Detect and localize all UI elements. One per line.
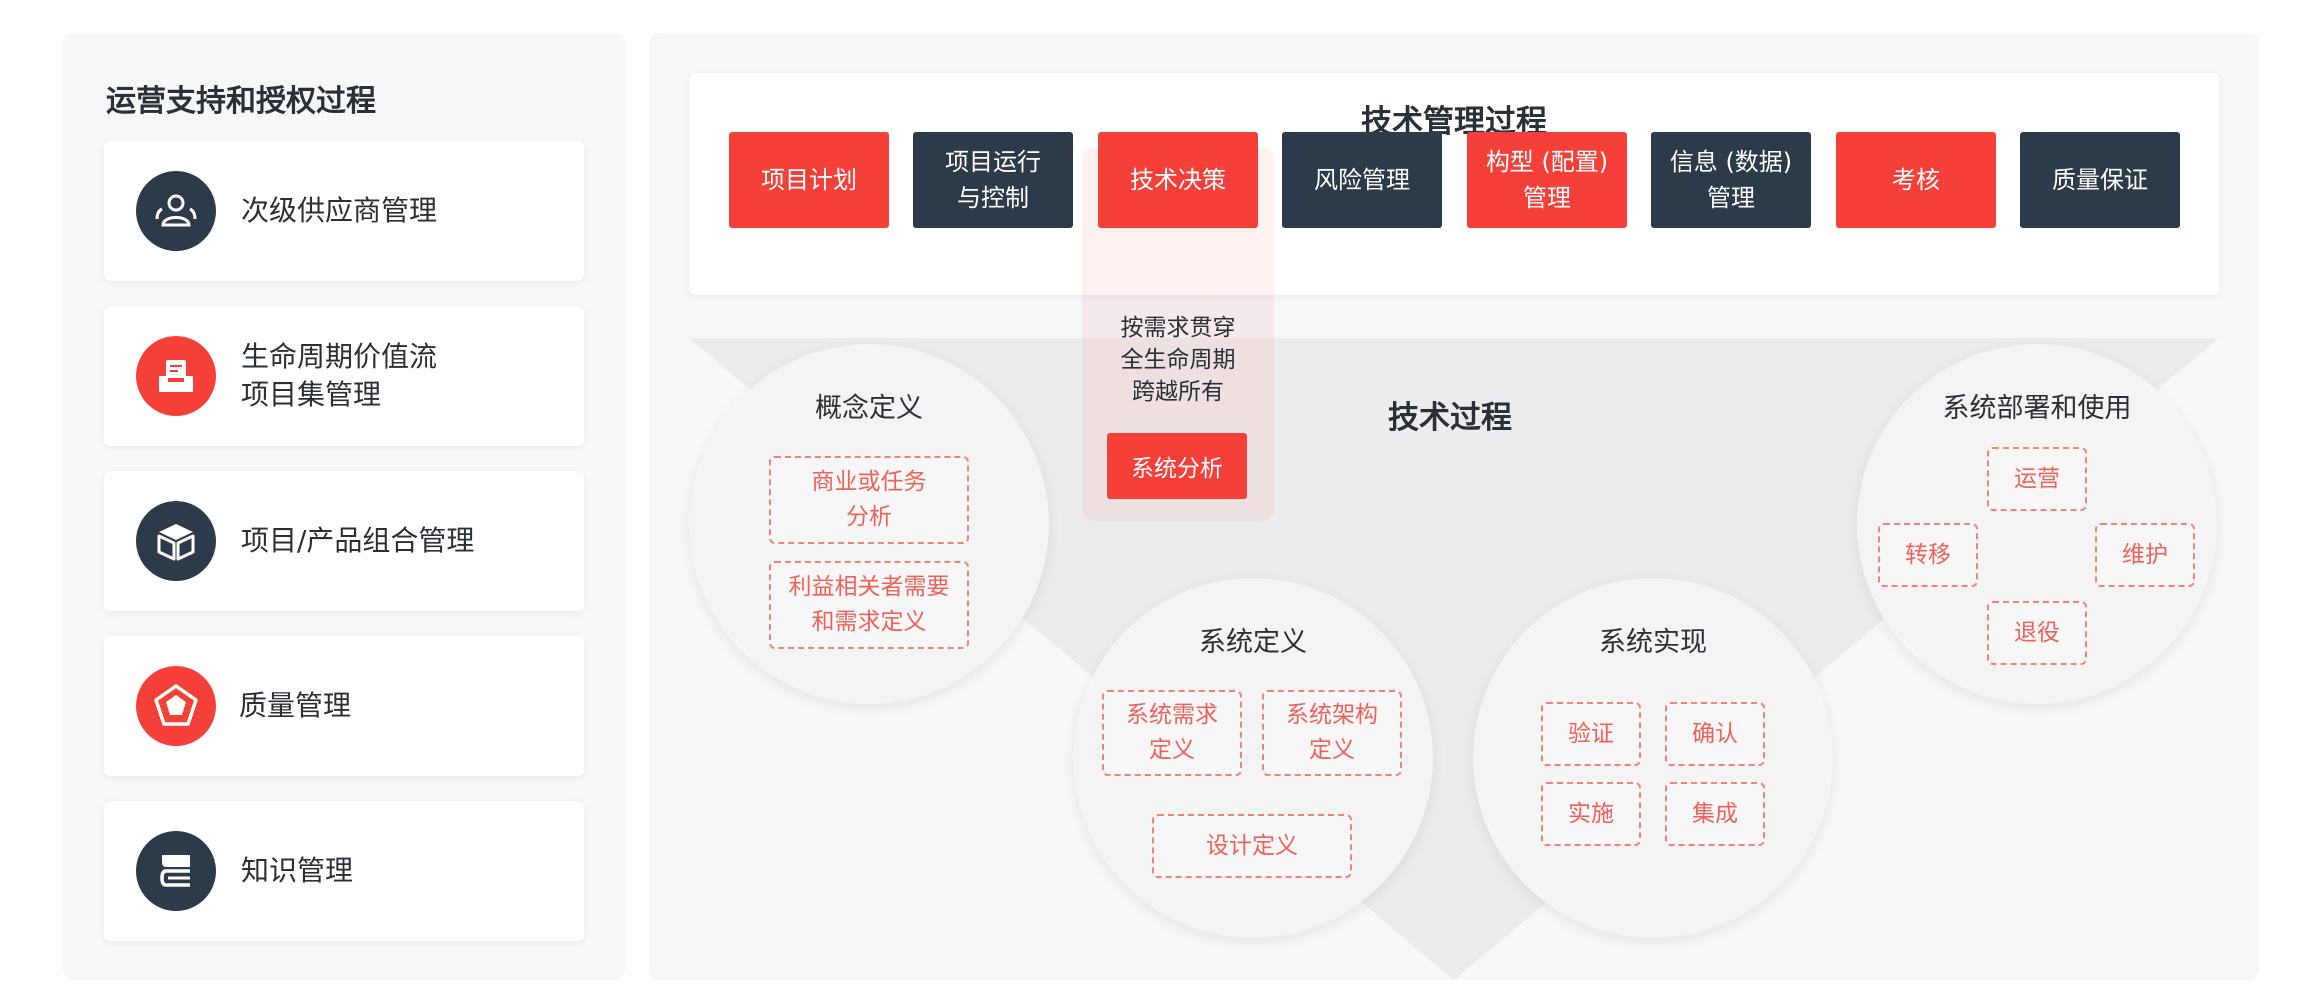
deployment-title: 系统部署和使用 bbox=[1942, 393, 2132, 424]
mgmt-button-configuration[interactable]: 构型 (配置) 管理 bbox=[1467, 132, 1627, 228]
technical-process-title: 技术过程 bbox=[1388, 400, 1512, 436]
card-subcontractor-management[interactable]: 次级供应商管理 bbox=[104, 141, 584, 281]
mgmt-button-information[interactable]: 信息 (数据) 管理 bbox=[1651, 132, 1811, 228]
card-knowledge-management[interactable]: 知识管理 bbox=[104, 801, 584, 941]
tag-system-requirements[interactable]: 系统需求 定义 bbox=[1102, 690, 1242, 776]
card-quality-management[interactable]: 质量管理 bbox=[104, 636, 584, 776]
definition-title: 系统定义 bbox=[1199, 627, 1307, 658]
tag-verification[interactable]: 验证 bbox=[1541, 702, 1641, 766]
books-icon bbox=[136, 831, 216, 911]
tag-integration[interactable]: 集成 bbox=[1665, 782, 1765, 846]
system-analysis-button[interactable]: 系统分析 bbox=[1107, 433, 1247, 499]
box-icon bbox=[136, 501, 216, 581]
funnel-background bbox=[689, 338, 2219, 980]
concept-circle bbox=[689, 344, 1049, 704]
mgmt-button-quality-assurance[interactable]: 质量保证 bbox=[2020, 132, 2180, 228]
tag-implementation[interactable]: 实施 bbox=[1541, 782, 1641, 846]
realization-title: 系统实现 bbox=[1599, 627, 1707, 658]
tag-operation[interactable]: 运营 bbox=[1987, 447, 2087, 511]
mgmt-button-project-planning[interactable]: 项目计划 bbox=[729, 132, 889, 228]
realization-circle bbox=[1473, 578, 1833, 938]
tag-disposal[interactable]: 退役 bbox=[1987, 601, 2087, 665]
card-label: 次级供应商管理 bbox=[241, 194, 438, 227]
operations-panel: 运营支持和授权过程 次级供应商管理 生命周期价值流 项目集管理 bbox=[63, 33, 625, 980]
card-label: 质量管理 bbox=[239, 689, 352, 722]
card-label: 知识管理 bbox=[241, 854, 354, 887]
tag-business-analysis[interactable]: 商业或任务 分析 bbox=[769, 456, 969, 544]
tag-validation[interactable]: 确认 bbox=[1665, 702, 1765, 766]
mgmt-button-project-control[interactable]: 项目运行 与控制 bbox=[913, 132, 1073, 228]
card-portfolio-management[interactable]: 项目/产品组合管理 bbox=[104, 471, 584, 611]
tag-transition[interactable]: 转移 bbox=[1878, 523, 1978, 587]
crosscut-description: 按需求贯穿 全生命周期 跨越所有 bbox=[1120, 315, 1236, 405]
card-label: 项目/产品组合管理 bbox=[241, 524, 475, 557]
tray-icon bbox=[136, 336, 216, 416]
concept-title: 概念定义 bbox=[815, 393, 923, 424]
tag-system-architecture[interactable]: 系统架构 定义 bbox=[1262, 690, 1402, 776]
tag-maintenance[interactable]: 维护 bbox=[2095, 523, 2195, 587]
people-icon bbox=[136, 171, 216, 251]
tag-design-definition[interactable]: 设计定义 bbox=[1152, 814, 1352, 878]
card-label: 生命周期价值流 项目集管理 bbox=[241, 340, 438, 411]
mgmt-button-risk[interactable]: 风险管理 bbox=[1282, 132, 1442, 228]
tag-stakeholder-needs[interactable]: 利益相关者需要 和需求定义 bbox=[769, 561, 969, 649]
mgmt-button-decision[interactable]: 技术决策 bbox=[1098, 132, 1258, 228]
mgmt-button-measurement[interactable]: 考核 bbox=[1836, 132, 1996, 228]
pentagon-icon bbox=[136, 666, 216, 746]
definition-circle bbox=[1073, 578, 1433, 938]
card-lifecycle-program-management[interactable]: 生命周期价值流 项目集管理 bbox=[104, 306, 584, 446]
operations-title: 运营支持和授权过程 bbox=[106, 84, 376, 119]
